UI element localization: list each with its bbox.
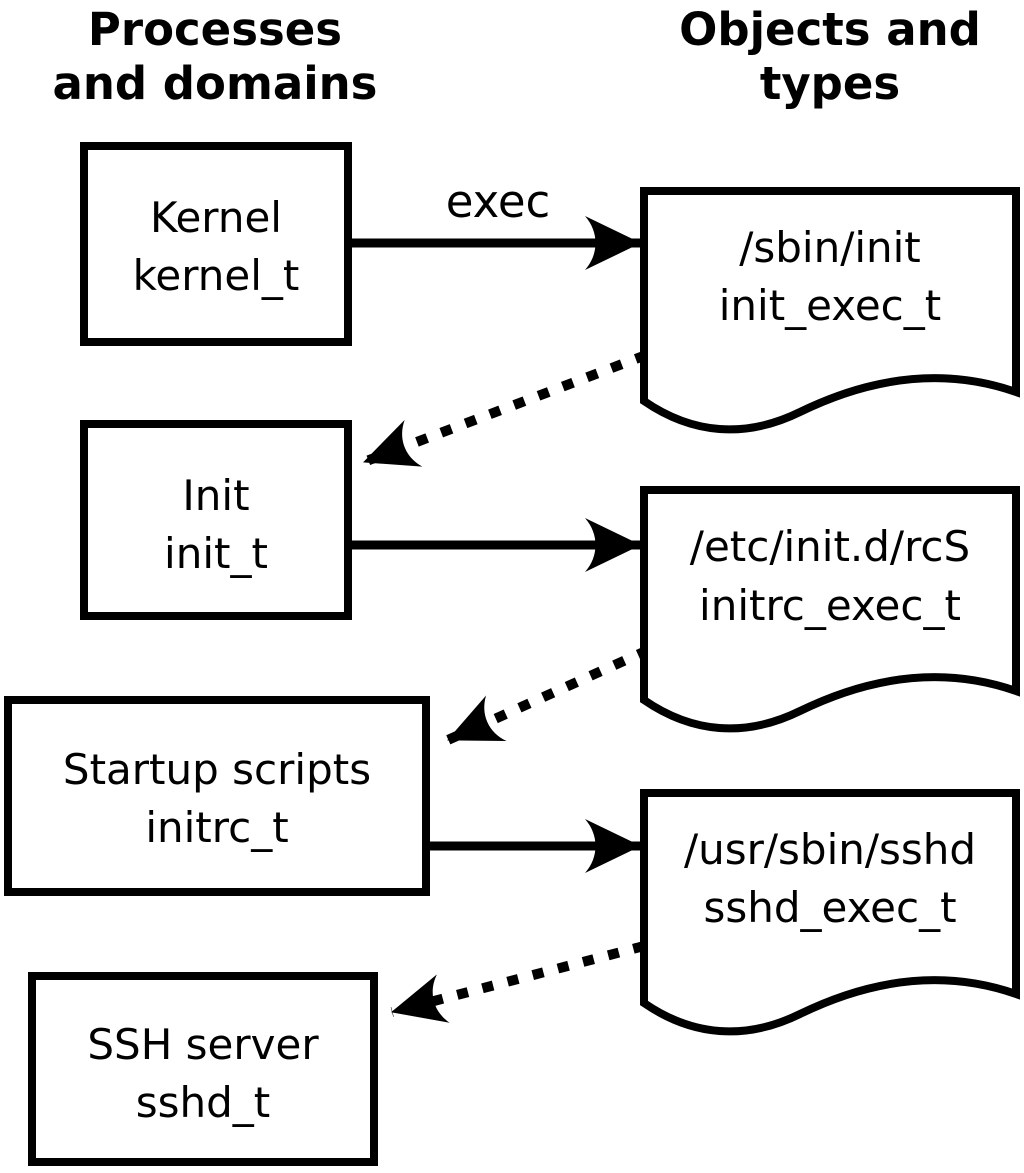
arrow-usr-sbin-sshd-to-ssh-server	[390, 941, 646, 1023]
process-box-init: Init init_t	[80, 420, 352, 620]
process-box-startup-scripts: Startup scripts initrc_t	[4, 696, 430, 896]
right-column-header-line1: Objects and	[679, 3, 981, 56]
column-headers: Processes and domains Objects and types	[53, 3, 981, 110]
kernel-box-shape	[80, 142, 352, 346]
exec-arrow-label: exec	[446, 175, 551, 228]
arrow-sbin-init-to-init	[362, 350, 648, 467]
etc-init-d-rcs-doc-shape	[640, 486, 1020, 733]
left-column-header-line2: and domains	[53, 57, 378, 110]
object-doc-sbin-init: /sbin/init init_exec_t	[640, 187, 1020, 434]
usr-sbin-sshd-doc-shape	[640, 789, 1020, 1036]
object-doc-etc-init-d-rcs: /etc/init.d/rcS initrc_exec_t	[640, 486, 1020, 733]
ssh-server-box-name: SSH server	[87, 1020, 319, 1069]
init-box-domain: init_t	[164, 529, 268, 578]
startup-scripts-box-shape	[4, 696, 430, 896]
exec-arrows: exec	[352, 175, 641, 873]
etc-init-d-rcs-doc-type: initrc_exec_t	[699, 581, 961, 630]
ssh-server-box-domain: sshd_t	[136, 1078, 271, 1127]
usr-sbin-sshd-doc-path: /usr/sbin/sshd	[684, 825, 976, 874]
left-column-header-line1: Processes	[88, 3, 342, 56]
init-box-name: Init	[182, 471, 249, 520]
kernel-box-domain: kernel_t	[133, 251, 300, 300]
transition-arrows	[362, 350, 651, 1023]
ssh-server-box-shape	[28, 972, 378, 1166]
sbin-init-doc-type: init_exec_t	[719, 281, 942, 330]
process-box-kernel: Kernel kernel_t	[80, 142, 352, 346]
etc-init-d-rcs-doc-path: /etc/init.d/rcS	[690, 522, 970, 571]
sbin-init-doc-path: /sbin/init	[739, 223, 921, 272]
right-column-header-line2: types	[760, 57, 900, 110]
kernel-box-name: Kernel	[150, 193, 282, 242]
arrow-etc-init-d-rcs-to-startup-scripts	[445, 645, 651, 745]
usr-sbin-sshd-doc-type: sshd_exec_t	[703, 883, 956, 932]
startup-scripts-box-domain: initrc_t	[145, 803, 288, 852]
sbin-init-doc-shape	[640, 187, 1020, 434]
startup-scripts-box-name: Startup scripts	[63, 745, 371, 794]
process-box-ssh-server: SSH server sshd_t	[28, 972, 378, 1166]
object-doc-usr-sbin-sshd: /usr/sbin/sshd sshd_exec_t	[640, 789, 1020, 1036]
init-box-shape	[80, 420, 352, 620]
